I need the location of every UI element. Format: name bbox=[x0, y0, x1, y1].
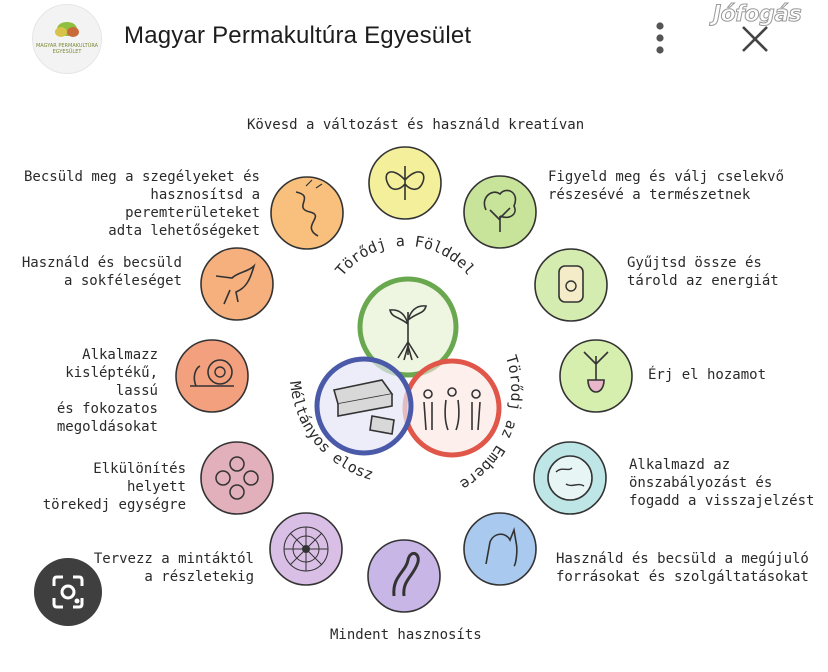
principle-label-change: Kövesd a változást és használd kreatívan bbox=[247, 117, 585, 133]
app-header: MAGYAR PERMAKULTÚRA EGYESÜLET Magyar Per… bbox=[0, 0, 828, 80]
permaculture-diagram: Törődj a Földdel Törődj az Emberekkel Mé… bbox=[0, 66, 828, 668]
principle-label-no-waste: Mindent hasznosíts bbox=[330, 627, 482, 643]
ethic-earth-circle bbox=[357, 276, 459, 378]
principle-feedback-icon bbox=[533, 441, 607, 515]
principle-label-observe: Figyeld meg és válj cselekvő részesévé a… bbox=[548, 169, 785, 203]
principle-edges-icon bbox=[270, 176, 344, 250]
principle-label-edges: Becsüld meg a szegélyeket és hasznosítsd… bbox=[23, 169, 260, 239]
lens-search-icon bbox=[52, 575, 84, 609]
principle-label-renewable: Használd és becsüld a megújuló forrásoka… bbox=[556, 551, 809, 585]
principle-no-waste-icon bbox=[367, 539, 441, 613]
principle-label-feedback: Alkalmazd az önszabályozást és fogadd a … bbox=[629, 457, 815, 509]
principle-patterns-icon bbox=[269, 512, 343, 586]
ethic-share-circle bbox=[314, 356, 414, 456]
profile-logo[interactable]: MAGYAR PERMAKULTÚRA EGYESÜLET bbox=[32, 4, 102, 74]
ethic-earth-label: Törődj a Földdel bbox=[332, 232, 479, 280]
principle-renewable-icon bbox=[463, 512, 537, 586]
principle-change-icon bbox=[368, 146, 442, 220]
principle-energy-icon bbox=[534, 248, 608, 322]
principle-label-diversity: Használd és becsüld a sokféleséget bbox=[21, 255, 182, 289]
principle-observe-icon bbox=[463, 175, 537, 249]
principle-label-slow: Alkalmazz kisléptékű, lassú és fokozatos… bbox=[56, 347, 158, 435]
close-icon bbox=[742, 26, 768, 52]
cake-slice-icon bbox=[332, 379, 395, 435]
plant-icon bbox=[389, 305, 427, 361]
watermark: Jófogás bbox=[712, 2, 802, 28]
people-icon bbox=[423, 387, 481, 431]
principle-diversity-icon bbox=[200, 247, 274, 321]
principle-yield-icon bbox=[559, 339, 633, 413]
diagram-svg: Törődj a Földdel Törődj az Emberekkel Mé… bbox=[0, 66, 633, 613]
more-options-button[interactable] bbox=[646, 18, 674, 58]
principle-label-patterns: Tervezz a mintáktól a részletekig bbox=[93, 551, 254, 585]
principle-slow-solutions-icon bbox=[175, 339, 249, 413]
ethic-people-circle bbox=[402, 358, 502, 458]
principle-label-energy: Gyűjtsd össze és tárold az energiát bbox=[627, 255, 779, 289]
principle-integrate-icon bbox=[200, 441, 274, 515]
logo-plant-icon bbox=[55, 22, 79, 37]
lens-search-button[interactable] bbox=[34, 558, 102, 626]
logo-text: MAGYAR PERMAKULTÚRA EGYESÜLET bbox=[35, 43, 99, 55]
close-button[interactable] bbox=[738, 22, 772, 56]
principle-label-yield: Érj el hozamot bbox=[648, 367, 767, 383]
principle-label-integrate: Elkülönítés helyett törekedj egységre bbox=[42, 461, 186, 513]
more-vert-icon bbox=[656, 22, 664, 54]
page-title: Magyar Permakultúra Egyesület bbox=[124, 22, 472, 49]
